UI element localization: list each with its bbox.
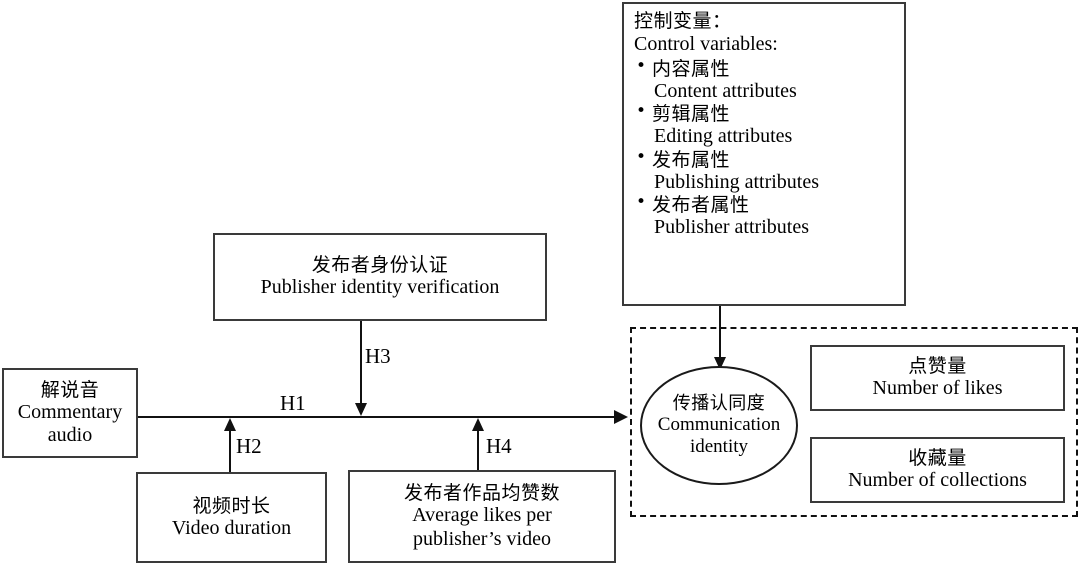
control-variable-label-en: Publisher attributes: [654, 215, 809, 238]
h2-arrowhead: [224, 418, 236, 431]
control-variable-label-cn: 发布属性: [634, 148, 896, 171]
control-variable-item: 内容属性 Content attributes: [634, 57, 896, 103]
communication-identity-label-cn: 传播认同度: [672, 392, 766, 414]
number-of-likes-label-en: Number of likes: [872, 377, 1003, 400]
h3-arrowhead: [355, 403, 367, 416]
number-of-collections-box: 收藏量 Number of collections: [810, 437, 1065, 503]
control-variable-label-cn: 内容属性: [634, 57, 896, 80]
number-of-collections-label-cn: 收藏量: [908, 447, 967, 470]
average-likes-box: 发布者作品均赞数 Average likes per publisher’s v…: [348, 470, 616, 563]
commentary-audio-label-cn: 解说音: [40, 378, 100, 401]
publisher-identity-verification-box: 发布者身份认证 Publisher identity verification: [213, 233, 547, 321]
communication-identity-ellipse: 传播认同度 Communication identity: [640, 366, 798, 485]
commentary-audio-label-en-line2: audio: [47, 424, 93, 447]
h1-label: H1: [280, 391, 306, 415]
control-variable-label-cn: 剪辑属性: [634, 102, 896, 125]
control-variable-label-en: Content attributes: [654, 80, 797, 103]
control-variable-label-cn: 发布者属性: [634, 193, 896, 216]
number-of-likes-label-cn: 点赞量: [908, 355, 967, 378]
control-variable-item: 剪辑属性 Editing attributes: [634, 102, 896, 148]
publisher-identity-verification-label-cn: 发布者身份认证: [311, 254, 449, 277]
h4-connector-line: [477, 430, 479, 470]
video-duration-box: 视频时长 Video duration: [136, 472, 327, 563]
h2-label: H2: [236, 434, 262, 458]
number-of-likes-box: 点赞量 Number of likes: [810, 345, 1065, 411]
control-variable-item: 发布者属性 Publisher attributes: [634, 193, 896, 239]
h3-connector-line: [360, 321, 362, 403]
video-duration-label-cn: 视频时长: [192, 494, 271, 517]
control-variable-item: 发布属性 Publishing attributes: [634, 148, 896, 194]
average-likes-label-en-line2: publisher’s video: [413, 527, 551, 550]
h2-connector-line: [229, 430, 231, 472]
control-variables-box: 控制变量： Control variables: 内容属性 Content at…: [622, 2, 906, 306]
control-variables-connector-line: [719, 306, 721, 360]
average-likes-label-cn: 发布者作品均赞数: [403, 482, 560, 505]
publisher-identity-verification-label-en: Publisher identity verification: [260, 276, 500, 299]
commentary-audio-label-en-line1: Commentary: [17, 400, 123, 423]
h3-label: H3: [365, 344, 391, 368]
outcome-group-dashed-container: [630, 327, 1078, 517]
communication-identity-label-en-line1: Communication: [657, 414, 781, 436]
h4-arrowhead: [472, 418, 484, 431]
number-of-collections-label-en: Number of collections: [848, 469, 1027, 492]
h4-label: H4: [486, 434, 512, 458]
control-variables-heading-cn: 控制变量：: [634, 10, 732, 32]
average-likes-label-en-line1: Average likes per: [412, 504, 552, 527]
control-variable-label-en: Editing attributes: [654, 125, 793, 148]
control-variable-label-en: Publishing attributes: [654, 170, 819, 193]
communication-identity-label-en-line2: identity: [689, 435, 749, 457]
h1-arrowhead: [614, 410, 628, 424]
control-variables-heading-en: Control variables:: [634, 33, 778, 56]
commentary-audio-box: 解说音 Commentary audio: [2, 368, 138, 458]
video-duration-label-en: Video duration: [171, 516, 292, 539]
h1-connector-line: [138, 416, 616, 418]
